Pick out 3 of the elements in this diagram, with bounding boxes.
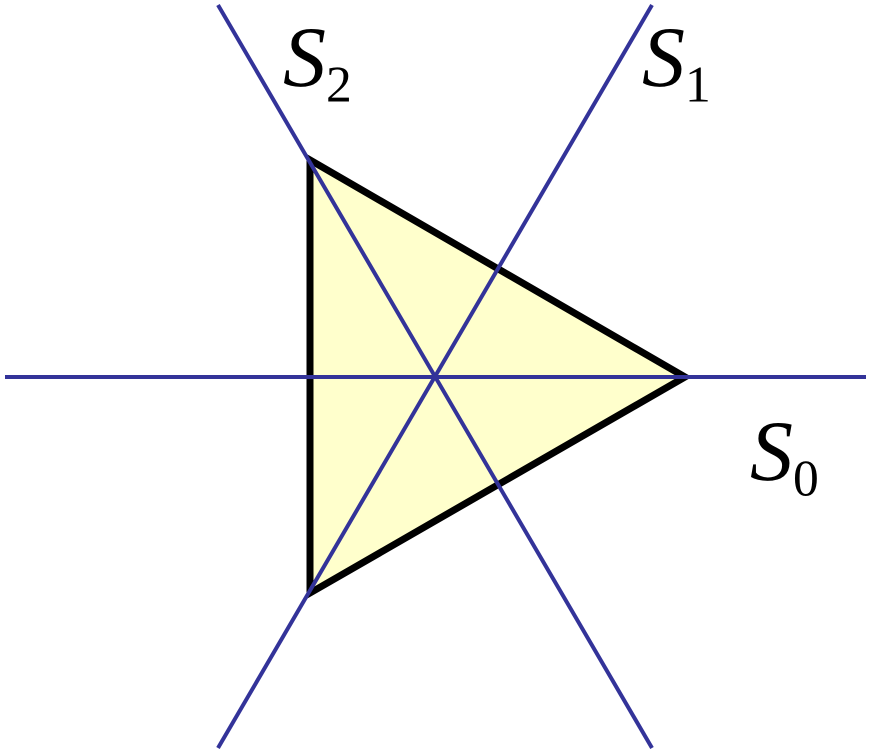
axis-label: S$_{2}$ xyxy=(283,14,352,112)
axis-label: S$_{0}$ xyxy=(750,408,819,506)
axis-label: S$_{1}$ xyxy=(642,14,711,112)
